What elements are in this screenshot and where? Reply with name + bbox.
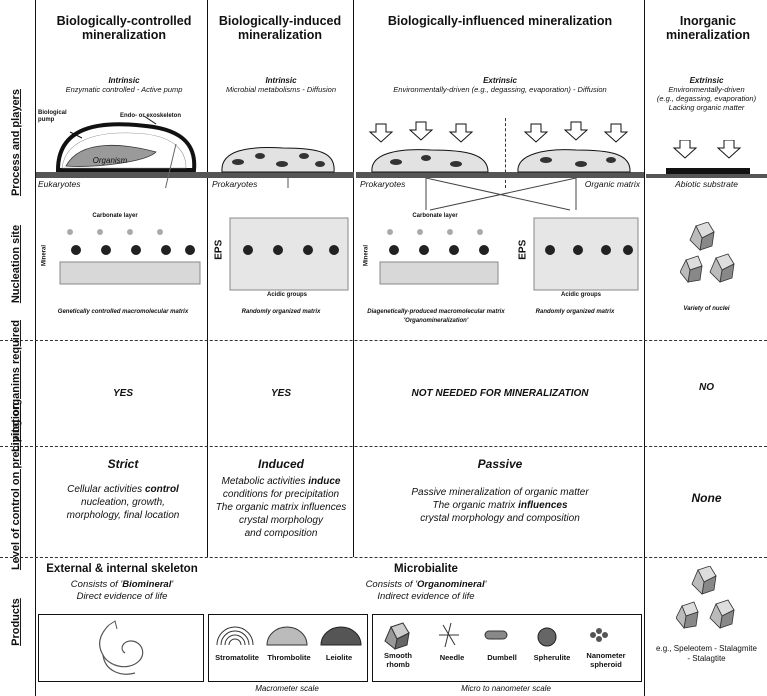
col2-nucleation-panel xyxy=(229,217,349,291)
col3-cross-arrows xyxy=(425,178,577,211)
divider-left xyxy=(35,0,36,696)
row-divider-2 xyxy=(0,340,767,341)
col3-left-nucleation-panel xyxy=(379,229,499,285)
col3-nucleation-caption-left: Diagenetically-produced macromolecular m… xyxy=(367,309,505,315)
col3-illustration xyxy=(356,121,644,178)
macro-products-box xyxy=(208,614,368,682)
divider-col3-center xyxy=(505,118,506,188)
col4-illustration xyxy=(646,140,767,178)
col1-substrate: Eukaryotes xyxy=(38,179,81,189)
microbialite-desc2: Indirect evidence of life xyxy=(377,591,475,602)
col3-control-bold: influences xyxy=(518,500,568,511)
macro-item-stromatolite: Stromatolite xyxy=(215,653,259,662)
col2-living: YES xyxy=(270,388,291,399)
col3-carbonate-layer: Carbonate layer xyxy=(412,213,458,219)
col3-process-desc: Environmentally-driven (e.g., degassing,… xyxy=(393,85,607,94)
col2-process-kind: Intrinsic xyxy=(265,76,297,85)
col3-nucleation-caption-left2: 'Organomineralization' xyxy=(403,318,469,324)
col3-substrate-left: Prokaryotes xyxy=(360,179,406,189)
col3-living: NOT NEEDED FOR MINERALIZATION xyxy=(411,388,589,399)
divider-col3 xyxy=(644,0,645,696)
col1-organism-label: Organism xyxy=(92,156,128,165)
snail-shell-illustration xyxy=(99,620,144,675)
col4-process-kind: Extrinsic xyxy=(689,76,724,85)
col3-control-level: Passive xyxy=(477,457,523,471)
micro-item-smooth-rhomb: Smooth rhomb xyxy=(384,651,412,669)
col2-control-level: Induced xyxy=(257,457,304,471)
macro-item-thrombolite: Thrombolite xyxy=(267,653,311,662)
divider-col1 xyxy=(207,0,208,557)
col1-process-desc: Enzymatic controlled - Active pump xyxy=(65,85,183,94)
divider-col2 xyxy=(353,0,354,557)
col2-title: Biologically-induced mineralization xyxy=(218,14,342,43)
col3-right-nucleation-panel xyxy=(533,217,639,291)
col3-control-text: Passive mineralization of organic matter… xyxy=(411,487,589,524)
col3-process-kind: Extrinsic xyxy=(483,76,517,85)
macro-item-leiolite: Leiolite xyxy=(325,653,353,662)
col4-process-desc-3: Lacking organic matter xyxy=(668,103,745,112)
row-label-products: Products xyxy=(9,598,22,646)
col3-acid-groups: Acidic groups xyxy=(560,292,601,298)
col4-product-crystals xyxy=(676,566,735,629)
micro-scale: Micro to nanometer scale xyxy=(461,684,551,693)
col1-nucleation-caption: Genetically controlled macromolecular ma… xyxy=(57,309,189,315)
col1-product-desc2: Direct evidence of life xyxy=(76,591,168,602)
row-divider-3 xyxy=(0,446,767,447)
col2-process-desc: Microbial metabolisms - Diffusion xyxy=(225,85,337,94)
col4-control-level: None xyxy=(691,491,722,505)
row-label-process: Process and players xyxy=(9,89,22,197)
col1-control-bold: control xyxy=(144,484,179,495)
micro-products-illustration xyxy=(384,622,608,650)
col1-organism-illustration xyxy=(36,115,208,188)
row-label-control: Level of control on precipitation xyxy=(9,402,22,571)
col2-substrate: Prokaryotes xyxy=(212,179,258,189)
col3-mineral-label: Mineral xyxy=(363,244,370,266)
col4-living: NO xyxy=(699,382,714,393)
micro-item-dumbell: Dumbell xyxy=(487,653,517,662)
col1-control-level: Strict xyxy=(107,457,139,471)
col1-control-text: Cellular activities control nucleation, … xyxy=(66,484,180,521)
col1-product-title: External & internal skeleton xyxy=(46,563,198,575)
col1-living: YES xyxy=(112,388,133,399)
col1-process-kind: Intrinsic xyxy=(108,76,140,85)
col4-nucleation-caption: Variety of nuclei xyxy=(683,306,730,312)
col1-mineral-label: Mineral xyxy=(41,244,48,266)
col4-product-example-1: e.g., Speleotem - Stalagmite xyxy=(656,644,757,653)
row-label-nucleation: Nucleation site xyxy=(9,224,22,304)
col2-eps-label: EPS xyxy=(213,239,225,260)
col1-product-box xyxy=(38,614,204,682)
col1-carbonate-layer: Carbonate layer xyxy=(92,213,138,219)
col1-nucleation-panel xyxy=(59,229,201,285)
col1-biological-pump: Biological pump xyxy=(38,110,67,123)
col2-acid-groups: Acidic groups xyxy=(266,292,307,298)
microbialite-desc1: Consists of 'Organomineral' xyxy=(365,579,487,590)
col4-process-desc-2: (e.g., degassing, evaporation) xyxy=(656,94,757,103)
col3-substrate-right: Organic matrix xyxy=(584,179,640,189)
col3-title: Biologically-influenced mineralization xyxy=(387,14,613,28)
col2-control-bold: induce xyxy=(308,476,341,487)
micro-item-needle: Needle xyxy=(439,653,465,662)
col1-title: Biologically-controlled mineralization xyxy=(56,14,192,43)
col4-nuclei-illustration xyxy=(680,222,735,283)
row-divider-4 xyxy=(0,557,767,558)
micro-item-nanometer-spheroid: Nanometer spheroid xyxy=(586,651,626,669)
col4-product-example-2: - Stalagtite xyxy=(687,654,726,663)
macro-scale: Macrometer scale xyxy=(255,684,319,693)
micro-products-box xyxy=(372,614,642,682)
col2-mat-illustration xyxy=(208,147,354,188)
col4-title: Inorganic mineralization xyxy=(665,14,751,43)
col2-control-text: Metabolic activities induce conditions f… xyxy=(215,476,347,539)
col3-eps-label: EPS xyxy=(517,239,529,260)
col3-nucleation-caption-right: Randomly organized matrix xyxy=(535,309,615,315)
col2-nucleation-caption: Randomly organized matrix xyxy=(241,309,321,315)
col1-product-desc1: Consists of 'Biomineral' xyxy=(70,579,174,590)
col4-process-desc-1: Environmentally-driven xyxy=(668,85,745,94)
col4-substrate: Abiotic substrate xyxy=(675,179,738,189)
macro-products-illustration xyxy=(216,626,362,646)
microbialite-title: Microbialite xyxy=(394,563,458,575)
col1-skeleton-label: Endo- or exoskeleton xyxy=(120,113,182,119)
micro-item-spherulite: Spherulite xyxy=(533,653,571,662)
